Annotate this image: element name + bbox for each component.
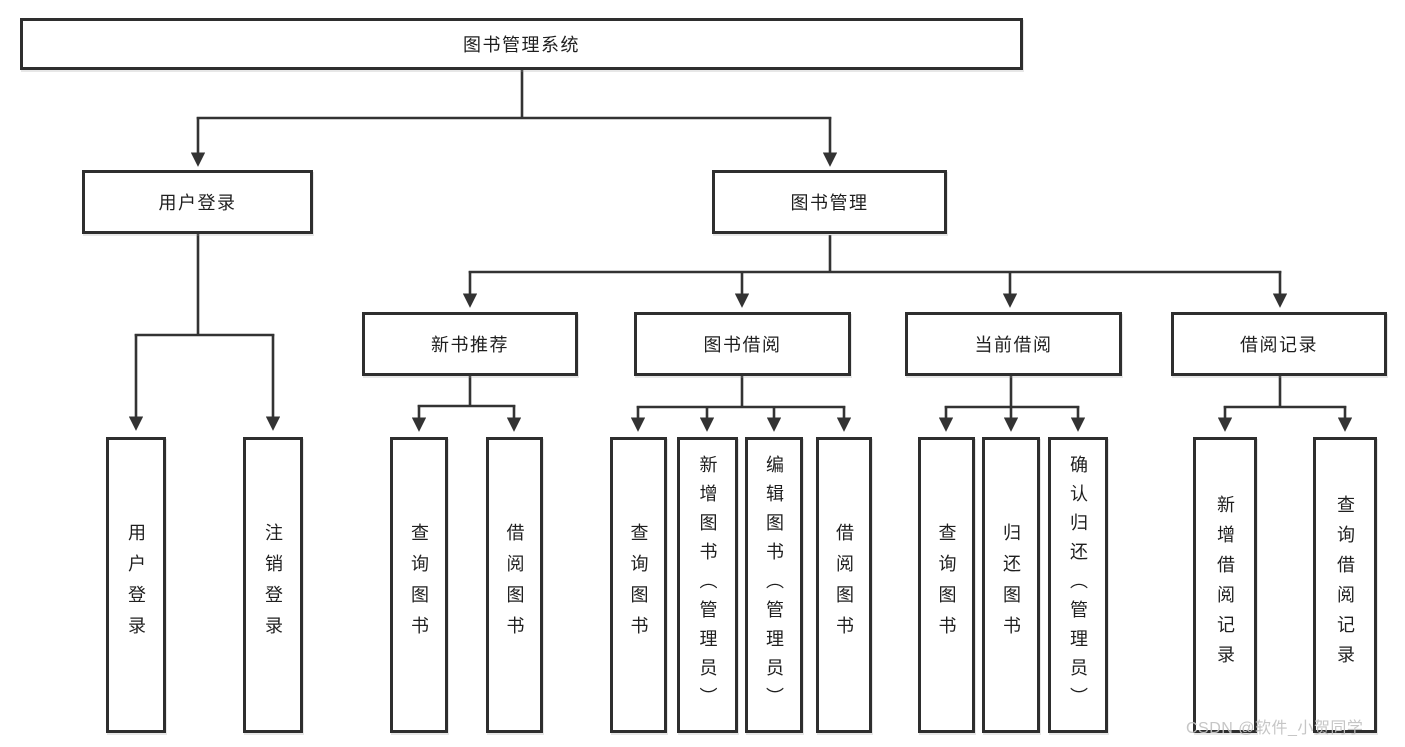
node-root: 图书管理系统: [20, 18, 1023, 70]
node-borrow-books-label: 借阅图书: [834, 523, 854, 647]
node-query-books-current: 查询图书: [918, 437, 975, 733]
node-borrow-books-recommend-label: 借阅图书: [504, 523, 525, 647]
node-query-borrow-record: 查询借阅记录: [1313, 437, 1377, 733]
node-add-borrow-record: 新增借阅记录: [1193, 437, 1257, 733]
node-book-management-label: 图书管理: [790, 193, 869, 213]
node-query-books-recommend: 查询图书: [390, 437, 448, 733]
node-user-login-leaf-label: 用户登录: [126, 523, 146, 647]
node-logout-leaf: 注销登录: [243, 437, 303, 733]
node-return-books: 归还图书: [982, 437, 1040, 733]
node-current-borrow: 当前借阅: [905, 312, 1122, 376]
node-borrow-books: 借阅图书: [816, 437, 872, 733]
csdn-watermark: CSDN @软件_小贺同学: [1186, 720, 1364, 737]
node-new-book-recommend-label: 新书推荐: [431, 335, 509, 355]
node-borrow-books-recommend: 借阅图书: [486, 437, 543, 733]
node-user-login-leaf: 用户登录: [106, 437, 166, 733]
node-user-login: 用户登录: [82, 170, 313, 234]
node-query-books-borrow-label: 查询图书: [628, 523, 649, 647]
node-logout-leaf-label: 注销登录: [263, 523, 283, 647]
node-root-label: 图书管理系统: [463, 35, 580, 55]
node-book-management: 图书管理: [712, 170, 947, 234]
node-borrow-records-label: 借阅记录: [1240, 335, 1318, 355]
node-add-books-admin: 新增图书（管理员）: [677, 437, 738, 733]
node-edit-books-admin-label: 编辑图书（管理员）: [764, 454, 784, 716]
node-borrow-records: 借阅记录: [1171, 312, 1387, 376]
node-return-books-label: 归还图书: [1001, 523, 1021, 647]
node-confirm-return-admin: 确认归还（管理员）: [1048, 437, 1108, 733]
node-add-borrow-record-label: 新增借阅记录: [1215, 495, 1235, 675]
node-edit-books-admin: 编辑图书（管理员）: [745, 437, 803, 733]
node-book-borrow-label: 图书借阅: [703, 335, 782, 355]
node-user-login-label: 用户登录: [158, 193, 237, 213]
node-confirm-return-admin-label: 确认归还（管理员）: [1068, 454, 1088, 716]
node-query-books-recommend-label: 查询图书: [409, 523, 429, 647]
node-query-books-borrow: 查询图书: [610, 437, 667, 733]
node-query-borrow-record-label: 查询借阅记录: [1335, 495, 1355, 675]
node-new-book-recommend: 新书推荐: [362, 312, 578, 376]
node-current-borrow-label: 当前借阅: [974, 335, 1053, 355]
node-book-borrow: 图书借阅: [634, 312, 851, 376]
node-add-books-admin-label: 新增图书（管理员）: [697, 454, 718, 716]
node-query-books-current-label: 查询图书: [936, 523, 957, 647]
